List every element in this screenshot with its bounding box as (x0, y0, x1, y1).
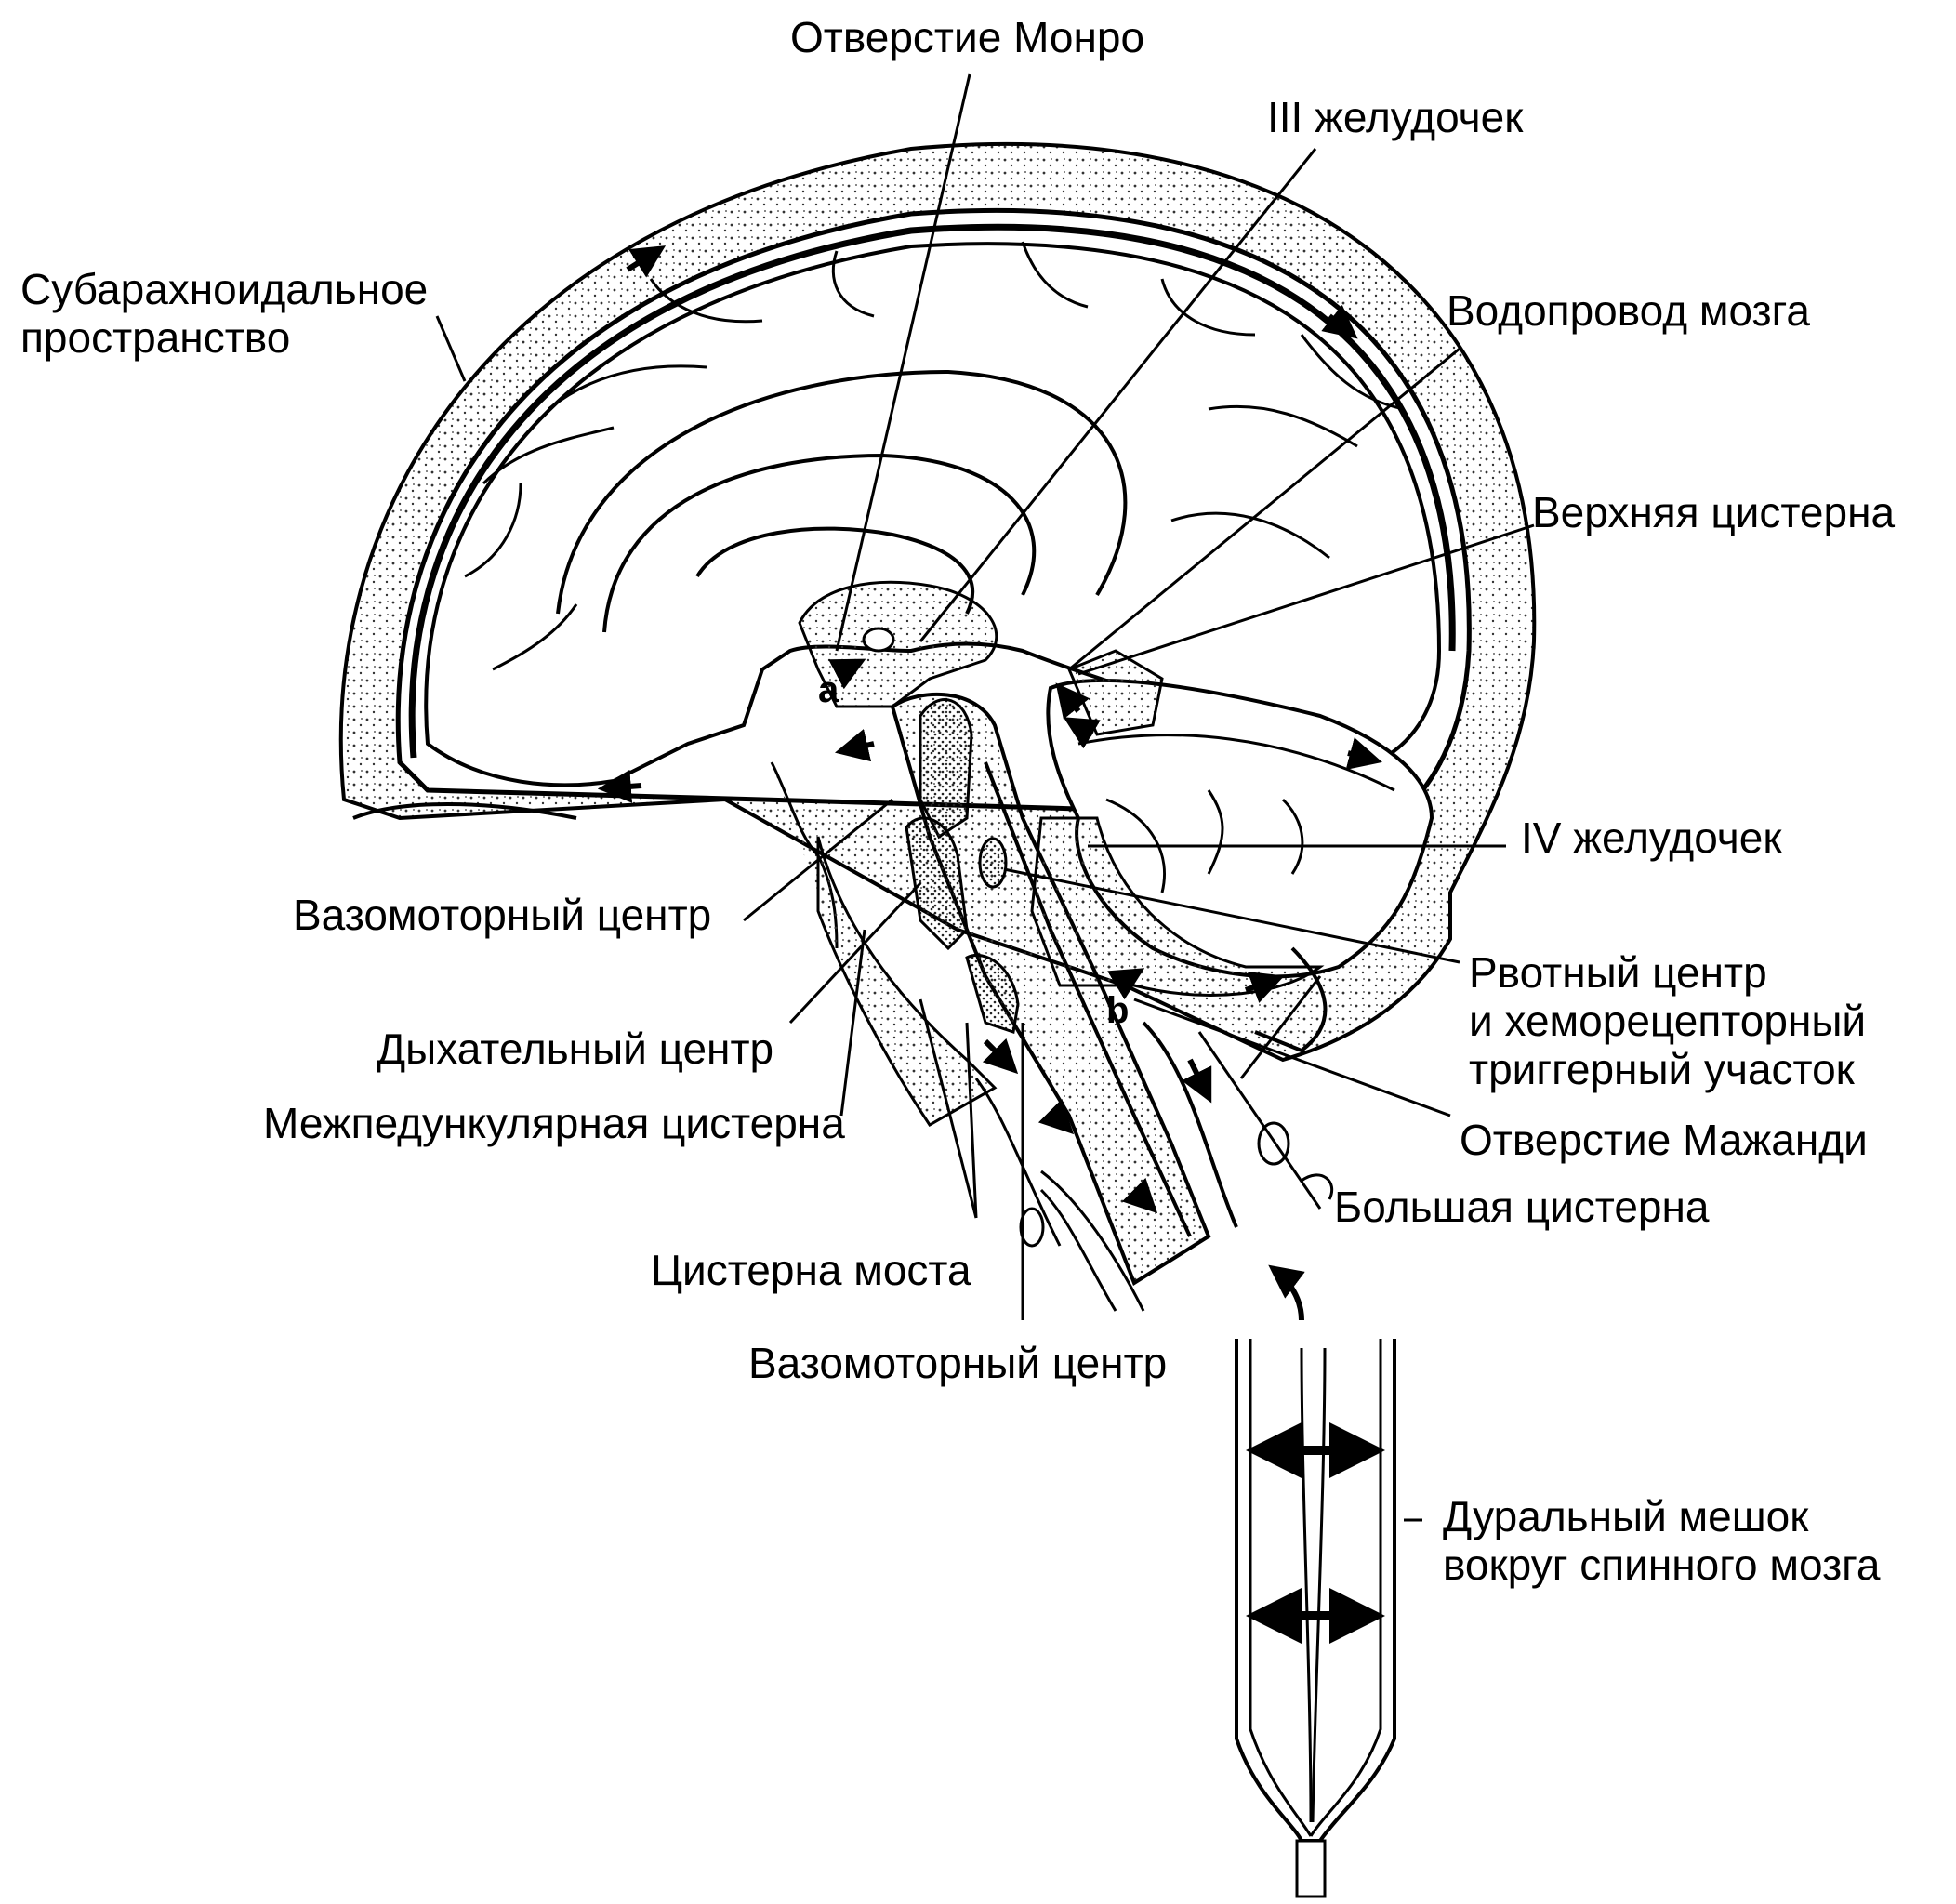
label-dural-sac-line2: вокруг спинного мозга (1443, 1540, 1881, 1589)
spinal-cord-upper (984, 761, 1192, 1237)
label-vomiting-line1: Рвотный центр (1469, 948, 1767, 997)
label-third-ventricle: III желудочек (1267, 93, 1524, 141)
vasomotor-nucleus (919, 698, 973, 840)
brainstem (890, 692, 1211, 1286)
label-foramen-magendie: Отверстие Мажанди (1460, 1116, 1868, 1164)
label-vasomotor-center-top: Вазомоторный центр (293, 891, 712, 939)
lower-skull (1142, 1021, 1238, 1228)
label-interpeduncular-cistern: Межпедункулярная цистерна (263, 1099, 845, 1147)
label-dural-sac: Дуральный мешок вокруг спинного мозга (1443, 1492, 1881, 1589)
label-respiratory-center: Дыхательный центр (377, 1025, 774, 1073)
label-vomiting-line3: триггерный участок (1469, 1045, 1855, 1093)
corpus-callosum (556, 369, 1128, 615)
label-vasomotor-center-bottom: Вазомоторный центр (748, 1339, 1168, 1387)
label-fourth-ventricle: IV желудочек (1521, 813, 1782, 862)
dural-sac (1235, 1339, 1396, 1843)
label-subarachnoid-line2: пространство (20, 313, 291, 362)
label-subarachnoid-line1: Субарахноидальное (20, 265, 429, 313)
vomiting-nucleus (978, 837, 1008, 889)
marker-b: b (1106, 990, 1130, 1031)
label-aqueduct: Водопровод мозга (1447, 286, 1810, 335)
label-foramen-monro: Отверстие Монро (790, 13, 1145, 61)
label-pontine-cistern: Цистерна моста (651, 1246, 971, 1294)
label-subarachnoid-space: Субарахноидальное пространство (20, 265, 428, 362)
label-dural-sac-line1: Дуральный мешок (1443, 1492, 1809, 1540)
label-vomiting-center: Рвотный центр и хеморецепторный триггерн… (1469, 948, 1866, 1093)
label-superior-cistern: Верхняя цистерна (1532, 488, 1896, 536)
leader-lines (435, 73, 1535, 1522)
upward-flow-arrow (1268, 1264, 1305, 1321)
respiratory-nucleus (905, 816, 969, 951)
marker-a: a (818, 669, 839, 710)
label-vomiting-line2: и хеморецепторный (1469, 997, 1867, 1045)
label-cisterna-magna: Большая цистерна (1334, 1183, 1710, 1231)
fourth-ventricle-region (1030, 816, 1325, 997)
